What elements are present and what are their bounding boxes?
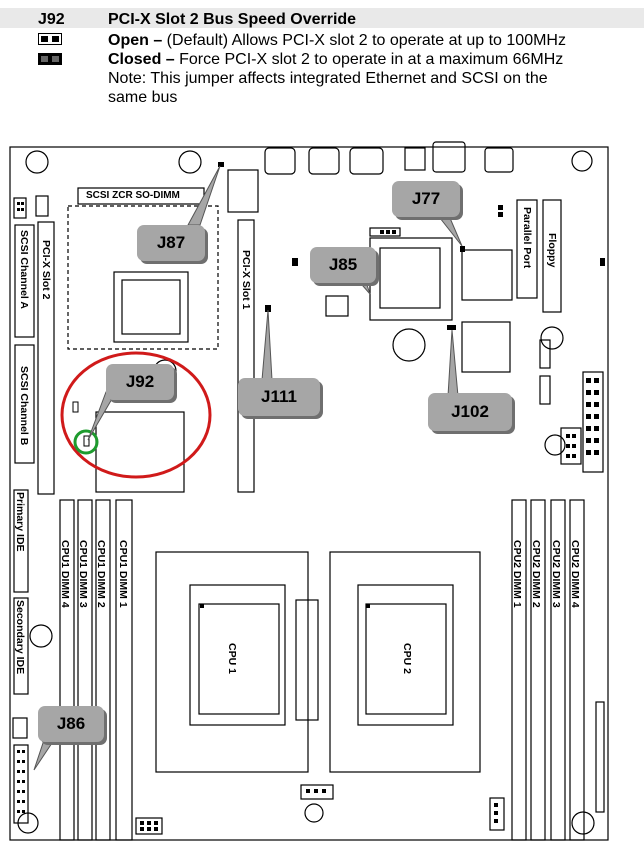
jumper-note-line2: same bus xyxy=(108,89,178,106)
j92-pin-circle xyxy=(73,429,99,455)
callout-j111: J111 xyxy=(238,378,320,416)
jumper-open-line: Open – (Default) Allows PCI-X slot 2 to … xyxy=(108,31,566,50)
jumper-title: PCI-X Slot 2 Bus Speed Override xyxy=(108,11,357,28)
label-cpu-2: CPU 2 xyxy=(401,643,413,674)
label-scsi-zcr: SCSI ZCR SO-DIMM xyxy=(86,190,180,201)
jumper-description: J92 PCI-X Slot 2 Bus Speed Override Open… xyxy=(0,8,644,116)
jumper-closed-icon xyxy=(38,53,62,65)
jumper-note-line1: Note: This jumper affects integrated Eth… xyxy=(108,70,548,87)
callout-j86: J86 xyxy=(38,706,104,742)
label-cpu1-dimm3: CPU1 DIMM 3 xyxy=(77,540,89,608)
label-scsi-channel-a: SCSI Channel A xyxy=(18,230,30,309)
open-text: (Default) Allows PCI-X slot 2 to operate… xyxy=(162,32,566,49)
callout-j85: J85 xyxy=(310,247,376,283)
jumper-header-row: J92 PCI-X Slot 2 Bus Speed Override xyxy=(0,8,644,28)
label-scsi-channel-b: SCSI Channel B xyxy=(18,366,30,446)
label-cpu1-dimm1: CPU1 DIMM 1 xyxy=(117,540,129,608)
open-label: Open – xyxy=(108,32,163,49)
label-cpu-1: CPU 1 xyxy=(226,643,238,674)
label-pcix-slot1: PCI-X Slot 1 xyxy=(240,250,252,310)
callout-j77: J77 xyxy=(392,181,460,217)
label-cpu1-dimm4: CPU1 DIMM 4 xyxy=(59,540,71,608)
label-primary-ide: Primary IDE xyxy=(14,492,26,552)
callout-j92: J92 xyxy=(106,364,174,400)
jumper-id: J92 xyxy=(38,11,65,28)
j92-highlight-ellipse xyxy=(60,351,212,479)
jumper-closed-line: Closed – Force PCI-X slot 2 to operate i… xyxy=(108,50,563,69)
label-floppy: Floppy xyxy=(546,233,558,268)
label-pcix-slot2: PCI-X Slot 2 xyxy=(40,240,52,300)
label-cpu2-dimm2: CPU2 DIMM 2 xyxy=(530,540,542,608)
callout-j87: J87 xyxy=(137,225,205,261)
jumper-open-icon xyxy=(38,33,62,45)
closed-label: Closed – xyxy=(108,51,175,68)
label-cpu2-dimm4: CPU2 DIMM 4 xyxy=(569,540,581,608)
label-cpu1-dimm2: CPU1 DIMM 2 xyxy=(95,540,107,608)
label-secondary-ide: Secondary IDE xyxy=(14,600,26,675)
closed-text: Force PCI-X slot 2 to operate in at a ma… xyxy=(174,51,564,68)
label-cpu2-dimm3: CPU2 DIMM 3 xyxy=(550,540,562,608)
label-cpu2-dimm1: CPU2 DIMM 1 xyxy=(511,540,523,608)
callout-j102: J102 xyxy=(428,393,512,431)
label-parallel-port: Parallel Port xyxy=(521,207,533,269)
